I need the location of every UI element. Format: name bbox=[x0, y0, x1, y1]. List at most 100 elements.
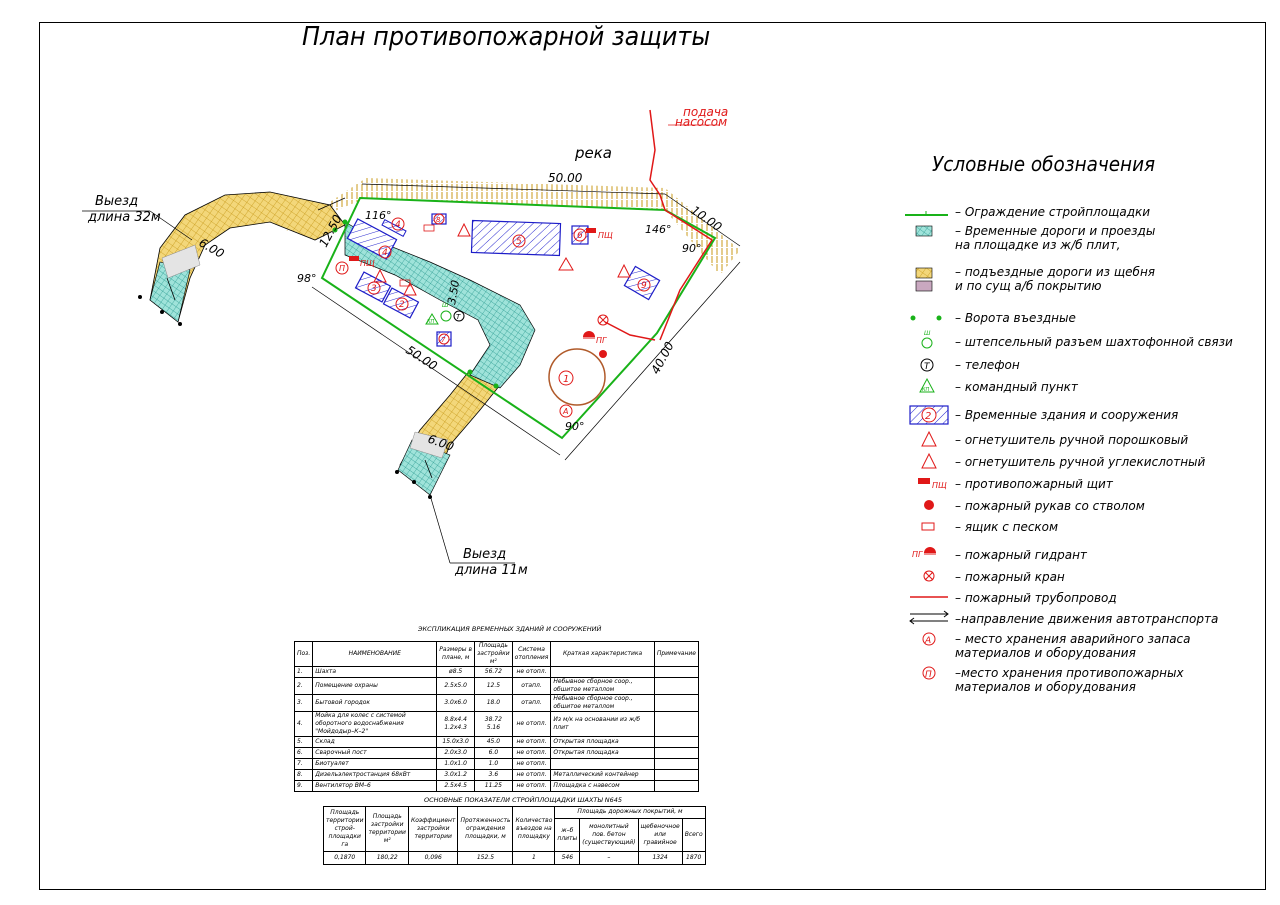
legend-sand-box-symbol bbox=[921, 522, 935, 531]
gate-icon bbox=[493, 383, 499, 389]
table-cell: 3. bbox=[293, 694, 314, 712]
building-number-1: 1 bbox=[563, 374, 569, 385]
table-cell: 9. bbox=[293, 780, 314, 792]
table-cell: 1. bbox=[293, 666, 314, 678]
emergency-storage-icon bbox=[559, 404, 573, 418]
indicators-table-header: Площадь территории строй-площадки га Пло… bbox=[322, 806, 706, 852]
legend-item-temp-roads: – Временные дороги и проезды на площадке… bbox=[955, 224, 1156, 252]
fire-shield-label-2: ПЩ bbox=[360, 259, 375, 268]
table-cell bbox=[550, 666, 655, 678]
table-cell: Площадка с навесом bbox=[550, 780, 655, 792]
legend-item-phone: – телефон bbox=[955, 358, 1020, 372]
table-cell bbox=[653, 747, 700, 759]
gate-icon bbox=[332, 227, 338, 233]
table-cell: 56.72 bbox=[474, 666, 513, 678]
table-row: 4.Мойка для колес с системой оборотного … bbox=[293, 711, 700, 737]
command-post-label: КП bbox=[427, 319, 435, 325]
dim-top: 50.00 bbox=[548, 171, 583, 185]
table-cell: 2.5х5.0 bbox=[436, 677, 476, 695]
exit-top-label-1: Выезд bbox=[95, 194, 138, 209]
table-cell: 4. bbox=[293, 711, 314, 737]
legend-asphalt-symbol bbox=[915, 280, 933, 292]
indicators-table-values: 0,1870 180,22 0,096 152.5 1 546 – 1324 1… bbox=[322, 851, 706, 865]
exit-road-top-slab bbox=[149, 261, 191, 323]
legend-fire-valve-symbol bbox=[923, 570, 935, 582]
table-cell: Открытая площадка bbox=[550, 747, 655, 759]
road-corner-dots bbox=[138, 295, 432, 499]
table-cell: не отопл. bbox=[511, 769, 552, 781]
legend-item-traffic: –направление движения автотранспорта bbox=[955, 612, 1219, 626]
indicators-table: Площадь территории строй-площадки га Пло… bbox=[322, 806, 706, 865]
legend-item-command-post: – командный пункт bbox=[955, 380, 1078, 394]
table-cell bbox=[653, 758, 700, 770]
legend-gate-symbol bbox=[910, 315, 916, 321]
table-cell: 5. bbox=[293, 736, 314, 748]
table-cell: 1.0х1.0 bbox=[436, 758, 476, 770]
buildings-table: Поз. НАИМЕНОВАНИЕ Размеры в плане, м Пло… bbox=[293, 641, 700, 792]
table-cell: Небывное сборное соор., обшитое металлом bbox=[550, 694, 655, 712]
building-number-8: 8 bbox=[436, 216, 441, 224]
table-cell bbox=[653, 677, 700, 695]
gate-icon bbox=[342, 219, 348, 225]
fire-storage-icon bbox=[335, 261, 349, 275]
sand-box-icon bbox=[399, 279, 411, 287]
hydrant-label: ПГ bbox=[596, 336, 607, 345]
building-number-4-repeat: 4 bbox=[382, 248, 388, 258]
legend-item-sand-box: – ящик с песком bbox=[955, 520, 1059, 534]
shaft-circle bbox=[548, 348, 606, 406]
table-cell: 6.0 bbox=[474, 747, 513, 759]
table-cell: не отопл. bbox=[511, 780, 552, 792]
table-cell: не отопл. bbox=[511, 736, 552, 748]
extinguisher-icon bbox=[457, 222, 471, 237]
table-cell: 45.0 bbox=[474, 736, 513, 748]
table-cell: Помещение охраны bbox=[312, 677, 438, 695]
legend-co2-extinguisher-symbol bbox=[921, 452, 937, 469]
river-bank bbox=[285, 178, 740, 275]
legend-item-fire-valve: – пожарный кран bbox=[955, 570, 1065, 584]
shaft-phone-socket-icon bbox=[440, 310, 452, 322]
legend-item-socket: – штепсельный разъем шахтофонной связи bbox=[955, 335, 1233, 349]
hydrant-icon bbox=[583, 331, 595, 337]
legend-item-co2-extinguisher: – огнетушитель ручной углекислотный bbox=[955, 455, 1206, 469]
legend-hydrant-symbol bbox=[924, 547, 936, 553]
fire-valve-icon bbox=[597, 314, 609, 326]
exit-top-label-2: длина 32м bbox=[87, 210, 161, 225]
legend-emergency-storage-letter: А bbox=[924, 636, 931, 646]
table-cell: Небывное сборное соор., обшитое металлом bbox=[550, 677, 655, 695]
legend-symbols: Ш Т КП 2 ПЩ ПГ А П bbox=[905, 211, 949, 680]
extinguisher-icon bbox=[403, 281, 417, 296]
legend-item-powder-extinguisher: – огнетушитель ручной порошковый bbox=[955, 433, 1189, 447]
socket-label: Ш bbox=[442, 302, 449, 309]
road-asphalt-patch bbox=[161, 244, 201, 279]
building-number-7: 7 bbox=[441, 336, 446, 344]
building-numbers: 5 4 4 3 2 6 9 8 7 bbox=[367, 213, 651, 345]
table-cell: Из м/к на основании из ж/б плит bbox=[550, 711, 655, 737]
legend-phone-symbol bbox=[920, 358, 934, 372]
legend-item-access-roads: – подъездные дороги из щебня и по сущ а/… bbox=[955, 265, 1156, 293]
extinguisher-icon bbox=[617, 263, 631, 278]
building-marker-1 bbox=[558, 370, 574, 386]
table-cell: не отопл. bbox=[511, 666, 552, 678]
fire-equipment: ПЩ ПЩ ПГ А П Ш Т КП bbox=[335, 222, 631, 418]
legend-hydrant-letter: ПГ bbox=[912, 550, 923, 559]
table-cell bbox=[653, 666, 700, 678]
river-label: река bbox=[574, 144, 612, 162]
sand-box-icon bbox=[423, 224, 435, 232]
legend-item-fence: – Ограждение стройплощадки bbox=[955, 205, 1151, 219]
building-number-3: 3 bbox=[371, 284, 377, 294]
table-cell: отапл. bbox=[511, 677, 552, 695]
exit-bottom-label-2: длина 11м bbox=[454, 563, 528, 578]
table-cell: 18.0 bbox=[474, 694, 513, 712]
gates bbox=[332, 219, 499, 389]
table-cell: не отопл. bbox=[511, 711, 552, 737]
building-4 bbox=[346, 218, 398, 260]
legend-item-emergency-storage: – место хранения аварийного запаса матер… bbox=[955, 632, 1191, 660]
command-post-icon bbox=[425, 313, 439, 325]
fire-storage-letter: П bbox=[339, 264, 345, 273]
table-cell: 38.72 5.16 bbox=[474, 711, 513, 737]
dim-right-side: 40.00 bbox=[648, 339, 677, 376]
